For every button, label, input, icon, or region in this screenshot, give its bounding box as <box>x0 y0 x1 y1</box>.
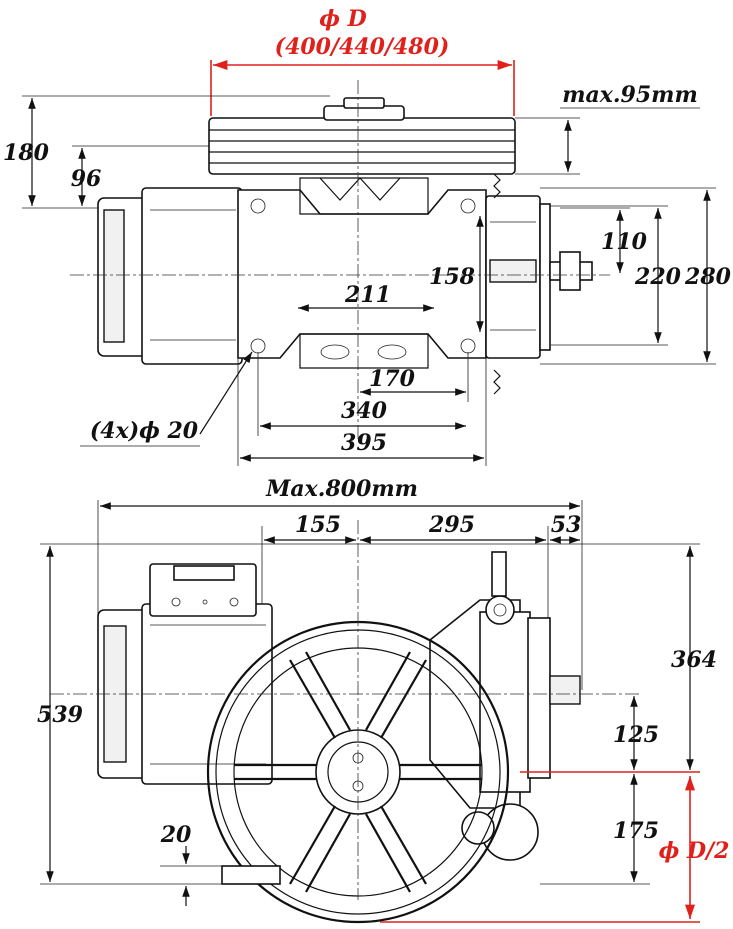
dim-180-label: 180 <box>3 140 50 166</box>
traction-sheave-top <box>208 97 516 175</box>
front-view: Max.800mm 155 295 53 <box>37 476 730 924</box>
holes-leader <box>199 351 253 435</box>
sheave-spokes <box>234 651 482 893</box>
dim-211-label: 211 <box>344 282 391 308</box>
half-diameter-label: ϕ D/2 <box>659 838 730 864</box>
dim-170-label: 170 <box>369 366 416 392</box>
dim-125-label: 125 <box>613 722 659 748</box>
max-800-label: Max.800mm <box>265 476 418 502</box>
brake-front <box>429 551 581 861</box>
dim-280-label: 280 <box>684 264 732 290</box>
max-95-label: max.95mm <box>562 82 697 108</box>
motor-front <box>97 563 273 785</box>
diameter-label: ϕ D <box>319 6 366 32</box>
dim-340-label: 340 <box>341 398 388 424</box>
dim-175-label: 175 <box>613 818 659 844</box>
dim-158-label: 158 <box>429 264 475 290</box>
base-plate <box>221 865 281 885</box>
brake-assembly-top <box>485 173 593 395</box>
top-view: ϕ D (400/440/480) <box>3 6 732 466</box>
dim-53-label: 53 <box>551 512 582 538</box>
dim-295-label: 295 <box>428 512 475 538</box>
dim-395-label: 395 <box>341 430 387 456</box>
dim-220-label: 220 <box>634 264 682 290</box>
diameter-options: (400/440/480) <box>275 34 450 60</box>
motor-top <box>97 187 243 365</box>
holes-label: (4x)ϕ 20 <box>90 418 199 444</box>
dim-110-label: 110 <box>601 229 648 255</box>
dim-96-label: 96 <box>71 166 102 192</box>
dim-20-label: 20 <box>160 822 192 848</box>
dim-155-label: 155 <box>295 512 341 538</box>
dim-539-label: 539 <box>37 702 83 728</box>
dim-364-label: 364 <box>671 647 717 673</box>
